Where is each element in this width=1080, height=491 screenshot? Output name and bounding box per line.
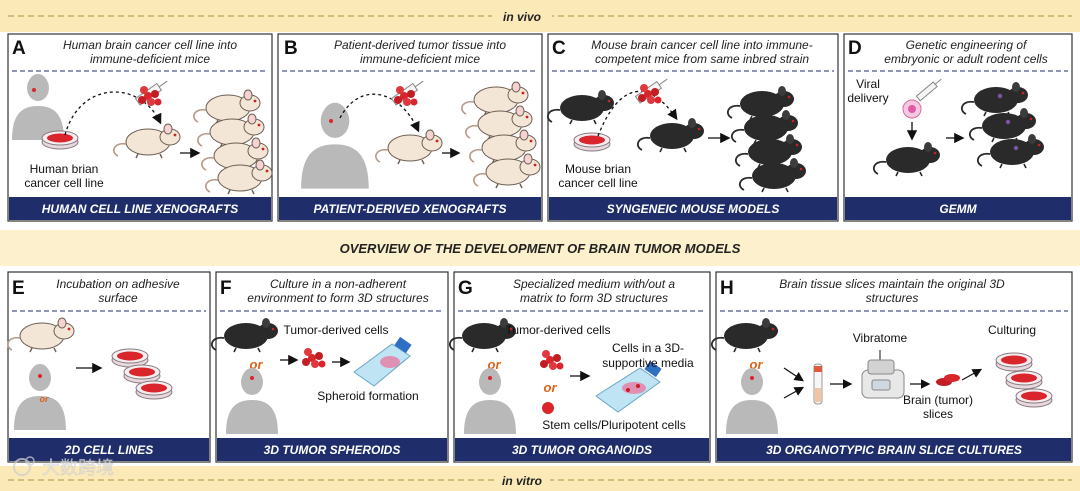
panel-h-banner: 3D ORGANOTYPIC BRAIN SLICE CULTURES	[766, 443, 1022, 457]
panel-g-label-3: supportive media	[602, 356, 694, 370]
vibratome-machine	[861, 350, 905, 399]
panel-f-label-1: Tumor-derived cells	[284, 323, 389, 337]
panel-g-label-4: Stem cells/Pluripotent cells	[542, 418, 685, 432]
panel-e-letter: E	[12, 278, 25, 299]
culture-dish-1	[111, 348, 149, 368]
panel-h-label-1: Vibratome	[853, 331, 908, 345]
panel-d-label-line-2: delivery	[847, 91, 888, 105]
stem-cell	[542, 402, 554, 414]
panel-a-label-line-1: Human brian	[30, 162, 99, 176]
culture-dish-3	[1015, 388, 1053, 408]
petri-dish	[41, 130, 79, 150]
panel-e-title-line-1: Incubation on adhesive	[56, 277, 180, 291]
panel-e: E Incubation on adhesive surface or 2D C…	[7, 271, 211, 463]
panel-h-label-4: slices	[923, 407, 953, 421]
in-vitro-label: in vitro	[502, 474, 542, 488]
panel-h: H Brain tissue slices maintain the origi…	[710, 271, 1073, 463]
panel-c: C Mouse brain cancer cell line into immu…	[546, 33, 839, 222]
organoid-flask	[595, 360, 662, 413]
panel-e-or: or	[40, 394, 49, 404]
panel-g-banner: 3D TUMOR ORGANOIDS	[512, 443, 652, 457]
culture-dish-2	[1005, 370, 1043, 390]
panel-g-title-line-1: Specialized medium with/out a	[513, 277, 675, 291]
panel-g-label-1: Tumor-derived cells	[506, 323, 611, 337]
brain-slices	[936, 374, 960, 386]
panel-a-banner: HUMAN CELL LINE XENOGRAFTS	[42, 202, 238, 216]
panel-c-label-line-1: Mouse brian	[565, 162, 631, 176]
panel-g-label-2: Cells in a 3D-	[612, 341, 684, 355]
panel-h-label-3: Brain (tumor)	[903, 393, 973, 407]
panel-d-banner: GEMM	[939, 202, 977, 216]
panel-b-title-line-1: Patient-derived tumor tissue into	[334, 38, 506, 52]
panel-d-title-line-1: Genetic engineering of	[906, 38, 1028, 52]
culture-dish-2	[123, 364, 161, 384]
test-tube	[813, 363, 823, 405]
panel-d-letter: D	[848, 38, 862, 59]
panel-a-letter: A	[12, 38, 26, 59]
panel-b-title-line-2: immune-deficient mice	[360, 52, 480, 66]
panel-d-label-line-1: Viral	[856, 77, 880, 91]
panel-c-title-line-2: competent mice from same inbred strain	[595, 52, 809, 66]
culture-flask	[353, 336, 412, 387]
panel-h-title-line-1: Brain tissue slices maintain the origina…	[779, 277, 1005, 291]
panel-b-letter: B	[284, 38, 298, 59]
panel-f-title-line-1: Culture in a non-adherent	[270, 277, 407, 291]
panel-f: F Culture in a non-adherent environment …	[210, 271, 449, 463]
panel-c-banner: SYNGENEIC MOUSE MODELS	[607, 202, 780, 216]
panel-e-banner: 2D CELL LINES	[64, 443, 153, 457]
panel-c-letter: C	[552, 38, 566, 59]
panel-e-title-line-2: surface	[98, 291, 138, 305]
panel-a-label-line-2: cancer cell line	[24, 176, 104, 190]
petri-dish	[573, 132, 611, 152]
panel-f-label-2: Spheroid formation	[317, 389, 418, 403]
panel-g-or-2: or	[544, 380, 558, 395]
panel-g-letter: G	[458, 278, 473, 299]
panel-h-title-line-2: structures	[866, 291, 919, 305]
panel-h-label-2: Culturing	[988, 323, 1036, 337]
panel-f-title-line-2: environment to form 3D structures	[247, 291, 428, 305]
panel-g: G Specialized medium with/out a matrix t…	[448, 271, 711, 463]
panel-f-banner: 3D TUMOR SPHEROIDS	[264, 443, 401, 457]
panel-h-letter: H	[720, 278, 734, 299]
panel-g-title-line-2: matrix to form 3D structures	[520, 291, 668, 305]
watermark: 大数跨境	[13, 456, 114, 478]
watermark-text: 大数跨境	[42, 458, 114, 478]
panel-d-title-line-2: embryonic or adult rodent cells	[884, 52, 1047, 66]
culture-dish-3	[135, 380, 173, 400]
panel-a-title-line-2: immune-deficient mice	[90, 52, 210, 66]
panel-a: A Human brain cancer cell line into immu…	[7, 33, 273, 222]
overview-band	[0, 230, 1080, 266]
panel-f-letter: F	[220, 278, 232, 299]
overview-title: OVERVIEW OF THE DEVELOPMENT OF BRAIN TUM…	[340, 241, 741, 256]
panel-b: B Patient-derived tumor tissue into immu…	[277, 33, 543, 222]
panel-b-banner: PATIENT-DERIVED XENOGRAFTS	[314, 202, 507, 216]
panel-c-title-line-1: Mouse brain cancer cell line into immune…	[591, 38, 812, 52]
panel-d: D Genetic engineering of embryonic or ad…	[843, 33, 1073, 222]
culture-dish-1	[995, 352, 1033, 372]
panel-a-title-line-1: Human brain cancer cell line into	[63, 38, 237, 52]
in-vivo-label: in vivo	[503, 10, 541, 24]
panel-c-label-line-2: cancer cell line	[558, 176, 638, 190]
